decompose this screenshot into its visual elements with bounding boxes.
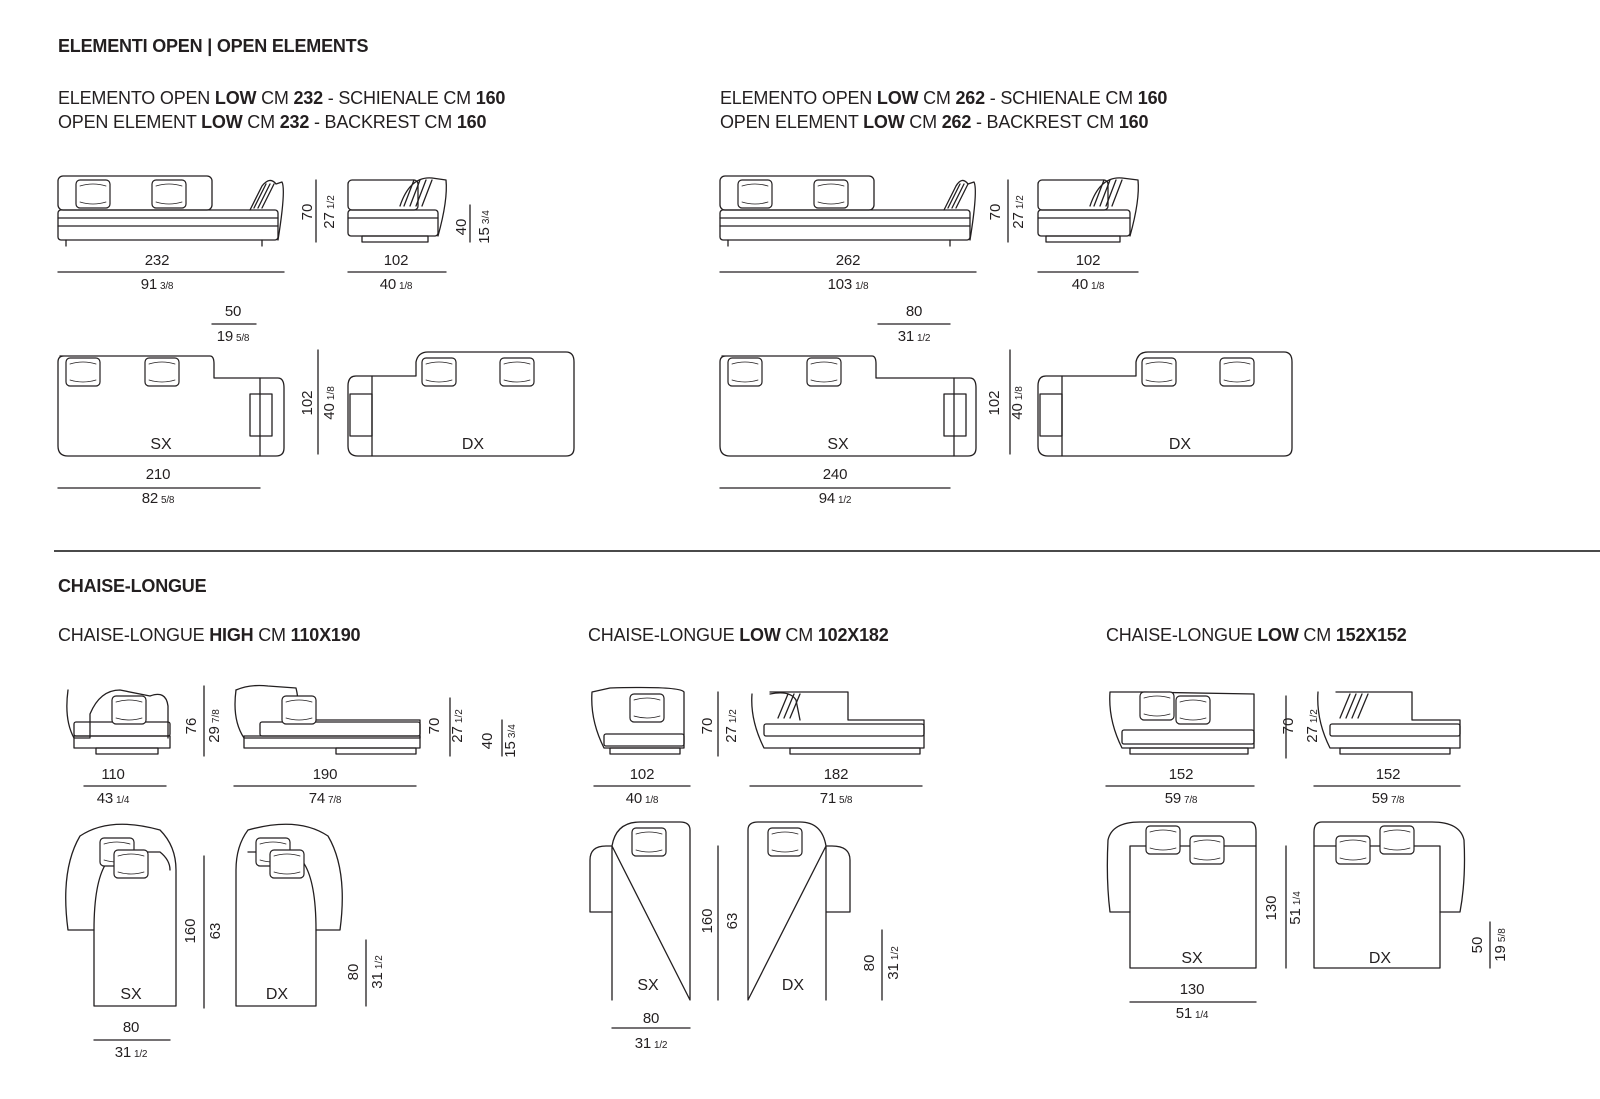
chaise-2-sx-label: SX — [637, 977, 659, 994]
open-element-1-title-en: OPEN ELEMENT LOW CM 232 - BACKREST CM 16… — [58, 112, 487, 132]
open-2-plan-dx — [1037, 351, 1293, 457]
open-1-side-width-cm: 232 — [144, 252, 170, 269]
chaise-1-front-width-cm: 110 — [101, 766, 125, 783]
chaise-1-plan-sx — [65, 823, 177, 1041]
open-1-sx-label: SX — [150, 436, 172, 453]
chaise-2-dx-label: DX — [781, 977, 805, 994]
chaise-3-plan-sx — [1106, 821, 1257, 1003]
chaise-3-side-width-cm: 152 — [1375, 766, 1401, 783]
chaise-1-plan-width-cm: 80 — [122, 1019, 140, 1036]
chaise-3-sx-label: SX — [1181, 950, 1203, 967]
chaise-2-title: CHAISE-LONGUE LOW CM 102X182 — [588, 625, 889, 645]
chaise-3-front-elevation — [1105, 691, 1287, 787]
chaise-1-sx-label: SX — [120, 986, 142, 1003]
open-2-plan-width-cm: 240 — [822, 466, 848, 483]
open-2-side-elevation — [719, 175, 1009, 273]
chaise-2-side-elevation — [749, 691, 925, 787]
open-1-plan-sx — [57, 355, 285, 489]
open-2-sx-label: SX — [827, 436, 849, 453]
chaise-3-front-width-cm: 152 — [1168, 766, 1194, 783]
chaise-1-dx-label: DX — [265, 986, 289, 1003]
chaise-2-plan-dx — [747, 821, 883, 1001]
chaise-1-front-elevation — [66, 685, 205, 787]
chaise-3-plan-width-cm: 130 — [1179, 981, 1205, 998]
chaise-2-plan-width-cm: 80 — [642, 1010, 660, 1027]
chaise-1-title: CHAISE-LONGUE HIGH CM 110X190 — [58, 625, 361, 645]
chaise-3-dx-label: DX — [1368, 950, 1392, 967]
open-1-gap-cm: 50 — [224, 303, 242, 320]
chaise-2-front-elevation — [591, 686, 719, 787]
section-title-open-elements: ELEMENTI OPEN | OPEN ELEMENTS — [58, 36, 369, 56]
open-2-gap-cm: 80 — [905, 303, 923, 320]
chaise-3-title: CHAISE-LONGUE LOW CM 152X152 — [1106, 625, 1407, 645]
open-1-dx-label: DX — [461, 436, 485, 453]
open-1-plan-width-cm: 210 — [145, 466, 171, 483]
open-1-end-width-cm: 102 — [383, 252, 409, 269]
open-2-dx-label: DX — [1168, 436, 1192, 453]
chaise-3-side-elevation — [1313, 691, 1461, 787]
open-2-end-width-cm: 102 — [1075, 252, 1101, 269]
section-divider — [54, 550, 1600, 552]
open-1-plan-dx — [347, 351, 575, 457]
chaise-1-side-width-cm: 190 — [312, 766, 338, 783]
chaise-1-plan-dx — [235, 823, 367, 1007]
open-element-1-title-it: ELEMENTO OPEN LOW CM 232 - SCHIENALE CM … — [58, 88, 506, 108]
open-2-end-elevation — [1037, 177, 1139, 273]
open-2-side-width-cm: 262 — [835, 252, 861, 269]
chaise-1-side-elevation — [233, 684, 503, 787]
chaise-2-plan-sx — [589, 821, 691, 1029]
open-2-plan-sx — [719, 355, 977, 489]
open-1-end-elevation — [347, 177, 471, 273]
open-1-side-elevation — [57, 175, 317, 273]
open-element-2-title-en: OPEN ELEMENT LOW CM 262 - BACKREST CM 16… — [720, 112, 1149, 132]
chaise-3-plan-dx — [1313, 821, 1491, 969]
chaise-2-side-width-cm: 182 — [823, 766, 849, 783]
chaise-2-front-width-cm: 102 — [629, 766, 655, 783]
open-element-2-title-it: ELEMENTO OPEN LOW CM 262 - SCHIENALE CM … — [720, 88, 1168, 108]
section-title-chaise-longue: CHAISE-LONGUE — [58, 576, 207, 596]
